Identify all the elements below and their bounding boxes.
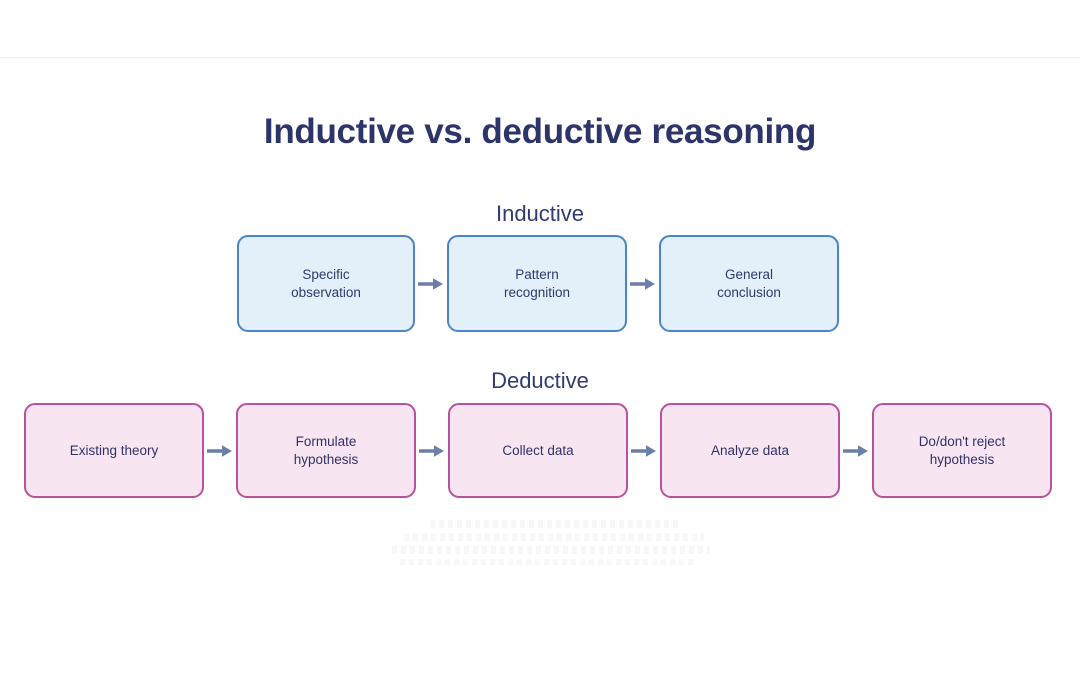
page-title: Inductive vs. deductive reasoning: [263, 112, 817, 151]
faint-artifact-line: [400, 559, 696, 565]
arrow-right-icon: [415, 274, 447, 294]
faint-artifact-text: [388, 520, 718, 566]
arrow-right-icon: [204, 441, 236, 461]
faint-artifact-line: [404, 533, 704, 541]
flow-row-deductive: Existing theory Formulate hypothesis Col…: [24, 403, 1052, 498]
flow-node-do-dont-reject-hypothesis[interactable]: Do/don't reject hypothesis: [872, 403, 1052, 498]
arrow-right-icon: [628, 441, 660, 461]
flow-node-collect-data[interactable]: Collect data: [448, 403, 628, 498]
top-bar: [0, 0, 1080, 57]
flow-node-label: General conclusion: [717, 266, 781, 300]
flow-node-label: Formulate hypothesis: [293, 433, 359, 467]
flow-node-label: Do/don't reject hypothesis: [918, 433, 1006, 467]
flow-row-inductive: Specific observation Pattern recognition…: [237, 235, 839, 332]
flow-node-pattern-recognition[interactable]: Pattern recognition: [447, 235, 627, 332]
flow-node-label: Collect data: [502, 442, 574, 458]
header-divider: [0, 57, 1080, 58]
arrow-right-icon: [840, 441, 872, 461]
arrow-right-icon: [416, 441, 448, 461]
flow-node-formulate-hypothesis[interactable]: Formulate hypothesis: [236, 403, 416, 498]
faint-artifact-line: [430, 520, 682, 528]
faint-artifact-line: [392, 546, 710, 554]
flow-node-general-conclusion[interactable]: General conclusion: [659, 235, 839, 332]
flow-node-existing-theory[interactable]: Existing theory: [24, 403, 204, 498]
flow-node-label: Specific observation: [291, 266, 361, 300]
section-caption-inductive: Inductive: [495, 201, 585, 226]
flow-node-label: Pattern recognition: [503, 266, 571, 300]
flow-node-specific-observation[interactable]: Specific observation: [237, 235, 415, 332]
flow-node-analyze-data[interactable]: Analyze data: [660, 403, 840, 498]
arrow-right-icon: [627, 274, 659, 294]
flow-node-label: Analyze data: [710, 442, 790, 458]
section-caption-deductive: Deductive: [491, 368, 589, 393]
flow-node-label: Existing theory: [69, 442, 159, 458]
